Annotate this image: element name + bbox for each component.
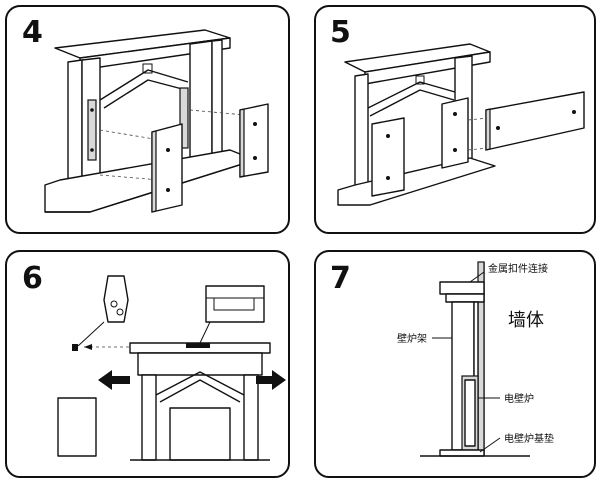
step-number-5: 5 <box>330 15 351 50</box>
step-number-4: 4 <box>22 15 43 50</box>
label-mantel-frame: 壁炉架 <box>397 332 427 345</box>
panel-step-6: 6 <box>5 250 290 478</box>
label-electric-fireplace: 电壁炉 <box>504 392 534 405</box>
label-wall: 墙体 <box>508 310 544 331</box>
panel-step-7: 7 金属扣件连接 墙体 壁炉架 电壁炉 电壁炉基垫 <box>314 250 596 478</box>
label-base-pad: 电壁炉基垫 <box>504 432 554 445</box>
panel-step-4: 4 <box>5 5 290 234</box>
label-metal-clip: 金属扣件连接 <box>488 262 548 275</box>
step-number-7: 7 <box>330 261 351 296</box>
panel-step-5: 5 <box>314 5 596 234</box>
step-number-6: 6 <box>22 261 43 296</box>
